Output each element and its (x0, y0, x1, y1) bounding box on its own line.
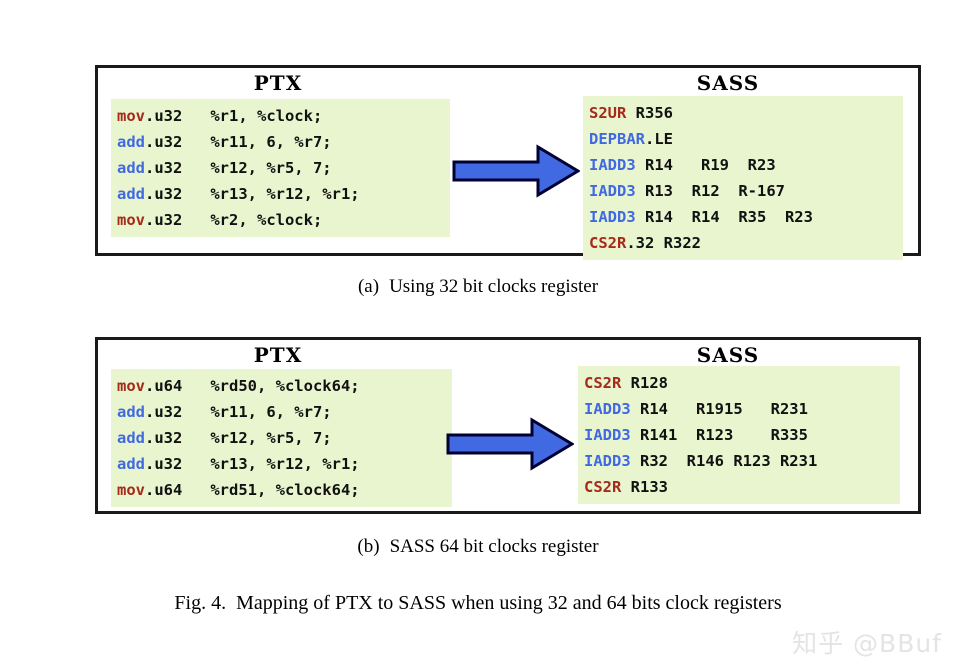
code-opcode: IADD3 (589, 208, 636, 226)
figure-caption: Fig. 4. Mapping of PTX to SASS when using… (0, 592, 956, 615)
code-operands: .32 R322 (626, 234, 701, 252)
panel-b-caption: (b) SASS 64 bit clocks register (0, 536, 956, 558)
code-opcode: mov (117, 211, 145, 229)
code-operands: R133 (621, 478, 668, 496)
code-opcode: CS2R (584, 478, 622, 496)
figure-panel-b: PTX SASS mov.u64 %rd50, %clock64;add.u32… (95, 337, 921, 514)
code-operands: .u32 %r12, %r5, 7; (145, 159, 332, 177)
code-opcode: mov (117, 481, 145, 499)
code-operands: R13 R12 R-167 (635, 182, 785, 200)
panel-a-caption: (a) Using 32 bit clocks register (0, 276, 956, 298)
code-operands: .u32 %r11, 6, %r7; (145, 403, 332, 421)
right-arrow-icon (446, 416, 575, 472)
code-opcode: IADD3 (584, 426, 631, 444)
code-operands: R14 R1915 R231 (630, 400, 808, 418)
panel-b-ptx-title: PTX (253, 343, 303, 367)
panel-b-sublabel: (b) (357, 536, 380, 557)
code-operands: .u32 %r2, %clock; (145, 211, 323, 229)
code-opcode: DEPBAR (589, 130, 645, 148)
code-opcode: mov (117, 377, 145, 395)
panel-b-subcaption-text: SASS 64 bit clocks register (389, 536, 599, 557)
code-line: DEPBAR.LE (589, 126, 897, 152)
code-opcode: IADD3 (589, 156, 636, 174)
code-operands: R141 R123 R335 (630, 426, 808, 444)
code-operands: R32 R146 R123 R231 (630, 452, 818, 470)
code-line: add.u32 %r11, 6, %r7; (117, 129, 444, 155)
panel-a-ptx-code: mov.u32 %r1, %clock;add.u32 %r11, 6, %r7… (111, 99, 450, 237)
panel-b-ptx-code: mov.u64 %rd50, %clock64;add.u32 %r11, 6,… (111, 369, 452, 507)
code-opcode: IADD3 (589, 182, 636, 200)
code-operands: .u64 %rd51, %clock64; (145, 481, 360, 499)
code-opcode: IADD3 (584, 452, 631, 470)
code-line: add.u32 %r11, 6, %r7; (117, 399, 446, 425)
code-operands: R356 (626, 104, 673, 122)
code-opcode: add (117, 455, 145, 473)
panel-a-subcaption-text: Using 32 bit clocks register (389, 276, 599, 297)
code-line: add.u32 %r13, %r12, %r1; (117, 451, 446, 477)
code-line: IADD3 R14 R1915 R231 (584, 396, 894, 422)
code-line: CS2R R133 (584, 474, 894, 500)
code-opcode: add (117, 159, 145, 177)
code-line: mov.u32 %r2, %clock; (117, 207, 444, 233)
right-arrow-icon (452, 143, 581, 199)
code-opcode: add (117, 403, 145, 421)
code-operands: .u32 %r11, 6, %r7; (145, 133, 332, 151)
panel-a-ptx-title: PTX (253, 71, 303, 95)
code-line: IADD3 R13 R12 R-167 (589, 178, 897, 204)
code-opcode: CS2R (589, 234, 627, 252)
code-line: IADD3 R141 R123 R335 (584, 422, 894, 448)
code-operands: .LE (645, 130, 673, 148)
code-operands: .u32 %r1, %clock; (145, 107, 323, 125)
panel-a-sublabel: (a) (357, 276, 380, 297)
figure-caption-text: Mapping of PTX to SASS when using 32 and… (236, 592, 782, 614)
code-opcode: CS2R (584, 374, 622, 392)
code-line: add.u32 %r13, %r12, %r1; (117, 181, 444, 207)
code-line: add.u32 %r12, %r5, 7; (117, 425, 446, 451)
code-line: S2UR R356 (589, 100, 897, 126)
code-operands: .u32 %r12, %r5, 7; (145, 429, 332, 447)
figure-panel-a: PTX SASS mov.u32 %r1, %clock;add.u32 %r1… (95, 65, 921, 260)
code-operands: R14 R19 R23 (635, 156, 776, 174)
code-line: add.u32 %r12, %r5, 7; (117, 155, 444, 181)
code-opcode: S2UR (589, 104, 627, 122)
code-line: mov.u32 %r1, %clock; (117, 103, 444, 129)
code-line: mov.u64 %rd50, %clock64; (117, 373, 446, 399)
code-opcode: add (117, 133, 145, 151)
code-opcode: IADD3 (584, 400, 631, 418)
code-line: IADD3 R32 R146 R123 R231 (584, 448, 894, 474)
figure-caption-prefix: Fig. 4. (174, 592, 227, 614)
code-line: CS2R.32 R322 (589, 230, 897, 256)
code-operands: R128 (621, 374, 668, 392)
code-line: CS2R R128 (584, 370, 894, 396)
watermark: 知乎 @BBuf (792, 629, 942, 658)
code-opcode: add (117, 185, 145, 203)
code-opcode: mov (117, 107, 145, 125)
code-line: IADD3 R14 R14 R35 R23 (589, 204, 897, 230)
code-line: mov.u64 %rd51, %clock64; (117, 477, 446, 503)
code-operands: R14 R14 R35 R23 (635, 208, 813, 226)
code-operands: .u32 %r13, %r12, %r1; (145, 455, 360, 473)
code-operands: .u32 %r13, %r12, %r1; (145, 185, 360, 203)
code-opcode: add (117, 429, 145, 447)
code-line: IADD3 R14 R19 R23 (589, 152, 897, 178)
panel-a-sass-title: SASS (696, 71, 760, 95)
code-operands: .u64 %rd50, %clock64; (145, 377, 360, 395)
panel-b-sass-title: SASS (696, 343, 760, 367)
